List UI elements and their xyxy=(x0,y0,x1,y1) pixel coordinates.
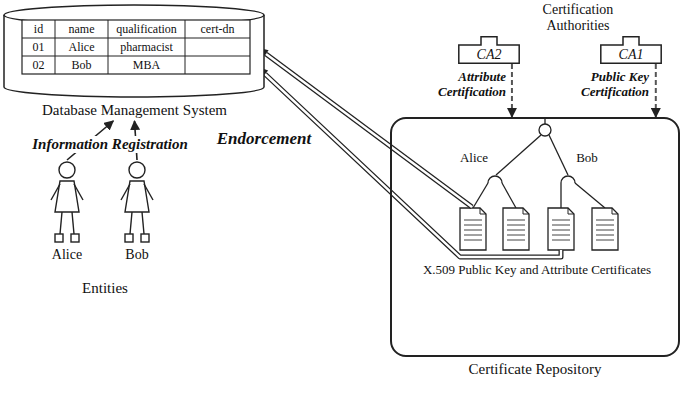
certification-connector xyxy=(655,64,657,117)
table-cell: MBA xyxy=(108,56,185,74)
person-arm xyxy=(144,184,153,200)
table-cell: 01 xyxy=(22,38,55,56)
table-row-line xyxy=(22,38,250,39)
table-header: qualification xyxy=(108,20,185,38)
person-parts xyxy=(51,162,83,242)
tree-branch xyxy=(560,183,561,208)
arrow-inner xyxy=(265,74,561,257)
tree-owner-label: Bob xyxy=(570,151,604,166)
authority-outline xyxy=(459,37,519,63)
entity-node: Bob xyxy=(115,160,159,266)
person-foot xyxy=(141,234,149,242)
tree-owner-label: Alice xyxy=(456,151,492,166)
authority-outline xyxy=(601,37,661,63)
person-name: Bob xyxy=(115,246,159,264)
person-name: Alice xyxy=(45,246,89,264)
table-cell: 02 xyxy=(22,56,55,74)
person-foot xyxy=(71,234,79,242)
person-leg xyxy=(142,212,144,234)
repository-label: Certificate Repository xyxy=(392,360,678,378)
certification-connector xyxy=(511,64,513,117)
tree-arc xyxy=(488,176,502,183)
database-label: Database Management System xyxy=(2,101,267,119)
table-frame xyxy=(22,20,250,74)
person-foot xyxy=(125,234,133,242)
group-label: Entities xyxy=(60,280,150,297)
tree-branch xyxy=(473,183,488,208)
arrow-outline xyxy=(265,74,561,257)
tree-root xyxy=(539,124,551,136)
table-cell: Bob xyxy=(55,56,108,74)
tree-branch xyxy=(575,183,605,208)
certificate-doc xyxy=(460,208,486,250)
cylinder-body xyxy=(4,15,264,97)
person-figure xyxy=(45,160,89,246)
person-leg xyxy=(60,212,62,234)
person-arm xyxy=(74,184,83,200)
person-figure xyxy=(115,160,159,246)
tree-arc xyxy=(561,176,575,183)
authority-node: CA1 xyxy=(600,36,662,64)
table-cell: Alice xyxy=(55,38,108,56)
certificate-doc xyxy=(548,208,574,250)
authority-node: CA2 xyxy=(458,36,520,64)
process-label: Information Registration xyxy=(10,136,210,153)
process-label: Public Key Certification xyxy=(571,70,649,100)
person-head xyxy=(59,162,75,178)
table-header: id xyxy=(22,20,55,38)
group-label: Certification Authorities xyxy=(522,2,634,34)
person-head xyxy=(129,162,145,178)
person-leg xyxy=(130,212,132,234)
person-parts xyxy=(121,162,153,242)
entity-node: Alice xyxy=(45,160,89,266)
authority-name: CA2 xyxy=(458,45,520,64)
authority-name: CA1 xyxy=(600,45,662,64)
table-header: cert-dn xyxy=(185,20,250,38)
tree-branch xyxy=(496,135,541,175)
repository-node: Certificate Repository xyxy=(390,117,680,357)
certificate-doc xyxy=(503,208,529,250)
endorsement-arrow xyxy=(256,66,561,257)
person-arm xyxy=(51,184,60,200)
table-column-line xyxy=(55,20,56,74)
process-label: Endorcement xyxy=(212,129,316,149)
person-foot xyxy=(55,234,63,242)
certificate-doc xyxy=(592,208,618,250)
person-arm xyxy=(121,184,130,200)
table-column-line xyxy=(108,20,109,74)
process-label: Attribute Certification xyxy=(428,70,506,100)
table-column-line xyxy=(185,20,186,74)
tree-branch xyxy=(502,183,516,208)
table-row-line xyxy=(22,56,250,57)
tree-branch xyxy=(549,135,568,175)
table-cell: pharmacist xyxy=(108,38,185,56)
table-header: name xyxy=(55,20,108,38)
person-leg xyxy=(72,212,74,234)
certificates-label: X.509 Public Key and Attribute Certifica… xyxy=(402,263,672,278)
certificate-tree xyxy=(473,118,605,208)
endorsement-arrow xyxy=(256,47,472,207)
